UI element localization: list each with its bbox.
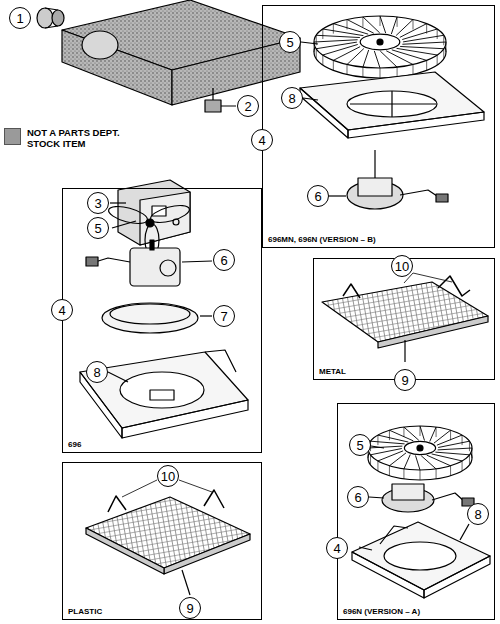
callout-number: 9 <box>179 597 201 619</box>
model-caption: 696MN, 696N (VERSION – B) <box>268 235 376 244</box>
callout-number: 8 <box>86 361 108 383</box>
model-caption: METAL <box>319 367 346 376</box>
callout-number: 5 <box>87 217 109 239</box>
model-caption: 696 <box>68 440 81 449</box>
callout-number: 6 <box>347 486 369 508</box>
callout-number: 6 <box>213 249 235 271</box>
callout-number: 2 <box>237 95 259 117</box>
callout-number: 5 <box>279 31 301 53</box>
callout-number: 7 <box>213 305 235 327</box>
callout-number: 4 <box>51 299 73 321</box>
callout-number: 10 <box>157 465 179 487</box>
callout-number: 4 <box>251 129 273 151</box>
legend-text: NOT A PARTS DEPT. STOCK ITEM <box>27 128 122 150</box>
model-caption: PLASTIC <box>68 607 102 616</box>
legend-entry: NOT A PARTS DEPT. STOCK ITEM <box>4 128 122 150</box>
callout-number: 5 <box>349 434 371 456</box>
callout-number: 9 <box>394 369 416 391</box>
callout-number: 8 <box>467 503 489 525</box>
callout-number: 10 <box>391 255 413 277</box>
callout-number: 1 <box>9 7 31 29</box>
callout-number: 6 <box>307 185 329 207</box>
callout-number: 8 <box>281 87 303 109</box>
legend-swatch <box>4 128 21 145</box>
callout-number: 3 <box>87 192 109 214</box>
callout-number: 4 <box>326 537 348 559</box>
model-caption: 696N (VERSION – A) <box>343 607 420 616</box>
